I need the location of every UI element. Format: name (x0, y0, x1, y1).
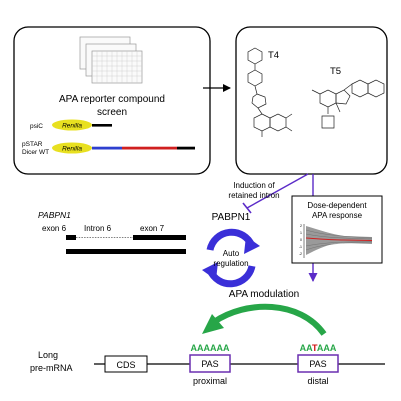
dose-tick-1: 1 (300, 231, 302, 235)
retained-intron-transcript (66, 249, 186, 254)
compounds-panel: T4 T5 (235, 26, 388, 175)
mrna-label-line1: Long (38, 350, 58, 360)
gene-structure: PABPN1 exon 6 Intron 6 exon 7 (38, 210, 186, 254)
distal-label: distal (307, 376, 328, 386)
dose-title-line1: Dose-dependent (307, 201, 367, 210)
dose-tick-2: 0 (300, 238, 302, 242)
dose-mini-plot: 2 1 0 -1 -2 (299, 224, 373, 258)
pstar-blue-segment (92, 146, 122, 150)
pstar-label-line1: pSTAR (22, 141, 43, 148)
proximal-signal: AAAAAA (191, 343, 230, 353)
cds-label: CDS (116, 360, 135, 370)
autoregulation-loop (202, 228, 260, 288)
compound-a-label: T4 (268, 50, 279, 61)
distal-signal: AATAAA (300, 343, 337, 353)
screen-panel: APA reporter compound screen psiC Renill… (13, 26, 211, 175)
dose-tick-0: 2 (300, 224, 302, 228)
dose-tick-3: -1 (299, 245, 302, 249)
mechanism: Induction of retained intron PABPN1 Auto… (202, 173, 318, 300)
pstar-red-segment (122, 146, 177, 150)
dose-mean-line (305, 237, 373, 242)
cds-box (104, 355, 148, 373)
renilla-label-pstar: Renilla (62, 146, 82, 153)
dose-band (306, 226, 372, 255)
protein-label: PABPN1 (212, 212, 251, 223)
pre-mrna: Long pre-mRNA CDS AAAAAA PAS proximal AA… (30, 303, 385, 386)
screen-panel-frame (13, 26, 211, 175)
dose-tick-4: -2 (299, 252, 302, 256)
distal-signal-part2: AAA (317, 343, 337, 353)
distal-signal-variant: T (312, 343, 318, 353)
compound-b-label: T5 (330, 66, 341, 77)
dose-title-line2: APA response (312, 211, 363, 220)
dose-panel: Dose-dependent APA response 2 1 0 -1 -2 (291, 195, 383, 264)
renilla-label-psic: Renilla (62, 123, 82, 130)
gene-name: PABPN1 (38, 210, 71, 220)
compound-a-structure (247, 47, 293, 137)
intron-label: Intron 6 (84, 224, 112, 233)
distal-pas-label: PAS (309, 359, 326, 369)
exon-right-block (133, 235, 186, 240)
loop-label-line1: Auto (223, 249, 240, 258)
exon-left-label: exon 6 (42, 224, 67, 233)
exon-right-label: exon 7 (140, 224, 165, 233)
proximal-pas-box (189, 354, 231, 373)
switch-arrow-shaft (212, 303, 327, 336)
inhibition-bar (242, 202, 252, 214)
psic-backbone (92, 124, 112, 127)
compound-b-structure (311, 79, 385, 129)
pstar-label-line2: Dicer WT (22, 149, 49, 156)
compounds-panel-frame (235, 26, 388, 175)
inhibition-line (246, 173, 309, 209)
renilla-oval-pstar (52, 142, 92, 154)
distal-pas-box (297, 354, 339, 373)
intron-note-line1: Induction of (233, 181, 275, 190)
loop-label-line2: regulation (213, 259, 248, 268)
proximal-label: proximal (193, 376, 227, 386)
plate-stack-icon (79, 36, 143, 84)
distal-signal-part1: AA (300, 343, 313, 353)
exon-left-block (66, 235, 76, 240)
screen-title-line1: APA reporter compound (59, 94, 165, 105)
pstar-black-segment (177, 146, 195, 150)
switch-arrow-head (202, 314, 224, 334)
psic-label: psiC (30, 123, 43, 130)
screen-title-line2: screen (97, 107, 127, 118)
mrna-label-line2: pre-mRNA (30, 363, 73, 373)
modulation-label: APA modulation (229, 289, 299, 300)
intron-note-line2: retained intron (228, 191, 279, 200)
proximal-pas-label: PAS (201, 359, 218, 369)
renilla-oval-psic (52, 119, 92, 131)
